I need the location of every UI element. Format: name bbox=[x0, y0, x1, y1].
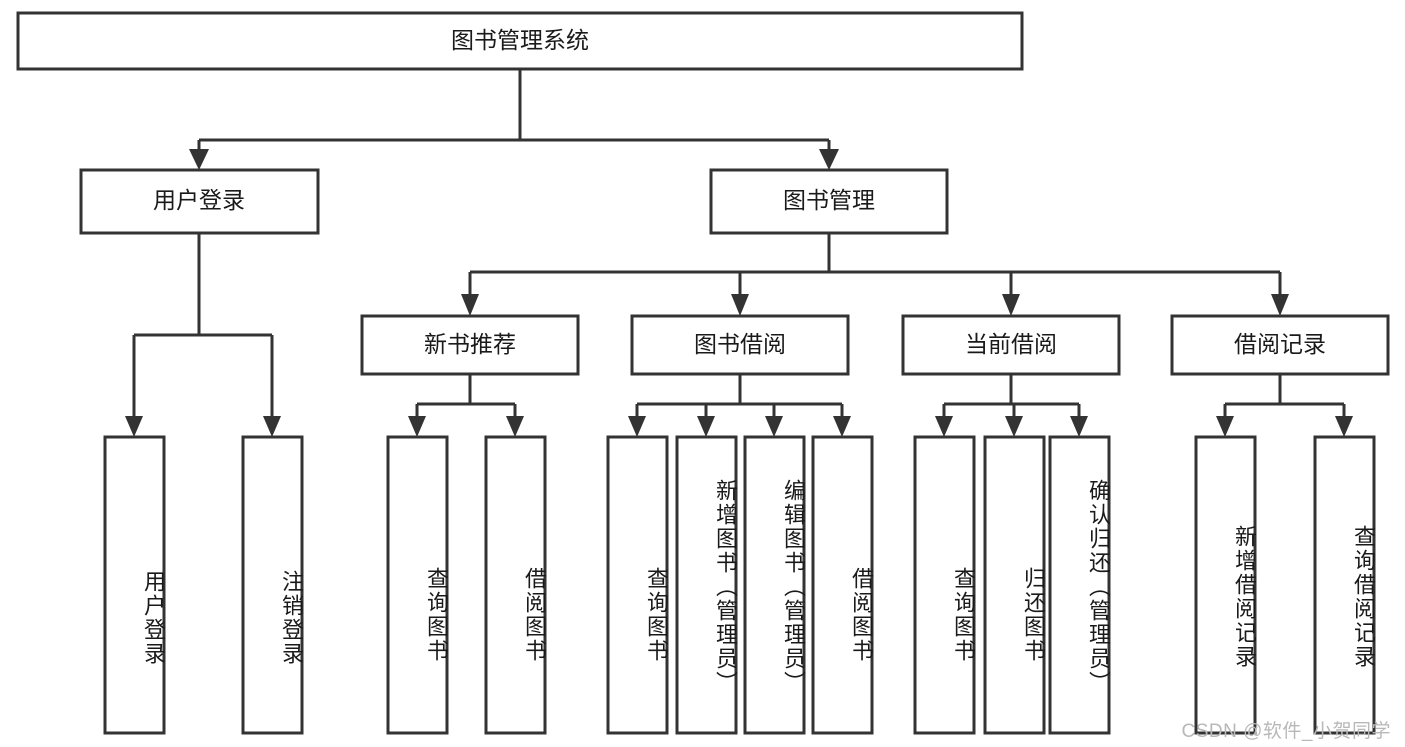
node-leaf-query-book-borrow-box[interactable] bbox=[606, 435, 669, 735]
node-leaf-query-book-recommend-box[interactable] bbox=[386, 435, 449, 735]
node-leaf-return-book-box[interactable] bbox=[983, 435, 1046, 735]
node-leaf-edit-book-admin-box[interactable] bbox=[743, 435, 806, 735]
node-current-borrow[interactable]: 当前借阅 bbox=[901, 314, 1121, 376]
node-leaf-logout-box[interactable] bbox=[241, 435, 304, 735]
node-new-book-recommend-box[interactable] bbox=[360, 314, 580, 376]
connector-userlogin-to-leaves bbox=[125, 233, 281, 437]
node-current-borrow-label: 当前借阅 bbox=[965, 331, 1057, 357]
connector-current-to-leaves bbox=[935, 374, 1088, 437]
node-borrow-record-box[interactable] bbox=[1170, 314, 1390, 376]
node-book-borrow-box[interactable] bbox=[630, 314, 850, 376]
node-leaf-borrow-book-box[interactable] bbox=[811, 435, 874, 735]
node-new-book-recommend-label: 新书推荐 bbox=[424, 331, 516, 357]
connector-record-to-leaves bbox=[1216, 374, 1353, 437]
node-root-box[interactable] bbox=[16, 11, 1024, 71]
node-root-label: 图书管理系统 bbox=[451, 27, 589, 53]
node-borrow-record-label: 借阅记录 bbox=[1234, 331, 1326, 357]
node-user-login-label: 用户登录 bbox=[153, 187, 245, 213]
node-leaf-add-borrow-record-box[interactable] bbox=[1194, 435, 1257, 735]
connector-recommend-to-leaves bbox=[408, 374, 524, 437]
node-leaf-confirm-return-admin-box[interactable] bbox=[1048, 435, 1111, 735]
node-borrow-record[interactable]: 借阅记录 bbox=[1170, 314, 1390, 376]
node-root[interactable]: 图书管理系统 bbox=[16, 11, 1024, 71]
watermark-text: CSDN @软件_小贺同学 bbox=[1181, 721, 1391, 742]
node-leaf-query-book-current-box[interactable] bbox=[913, 435, 976, 735]
node-user-login-box[interactable] bbox=[79, 168, 320, 235]
node-book-management[interactable]: 图书管理 bbox=[709, 168, 949, 235]
node-book-borrow[interactable]: 图书借阅 bbox=[630, 314, 850, 376]
node-book-management-label: 图书管理 bbox=[783, 187, 875, 213]
node-book-management-box[interactable] bbox=[709, 168, 949, 235]
node-leaf-user-login-box[interactable] bbox=[103, 435, 166, 735]
connector-bookmgmt-to-level3 bbox=[461, 233, 1289, 316]
node-book-borrow-label: 图书借阅 bbox=[694, 331, 786, 357]
node-current-borrow-box[interactable] bbox=[901, 314, 1121, 376]
connector-root-to-level2 bbox=[189, 69, 839, 170]
node-user-login[interactable]: 用户登录 bbox=[79, 168, 320, 235]
node-leaf-query-borrow-record-box[interactable] bbox=[1313, 435, 1376, 735]
node-leaf-borrow-book-recommend-box[interactable] bbox=[484, 435, 547, 735]
connector-borrow-to-leaves bbox=[628, 374, 851, 437]
node-leaf-add-book-admin-box[interactable] bbox=[675, 435, 738, 735]
node-new-book-recommend[interactable]: 新书推荐 bbox=[360, 314, 580, 376]
